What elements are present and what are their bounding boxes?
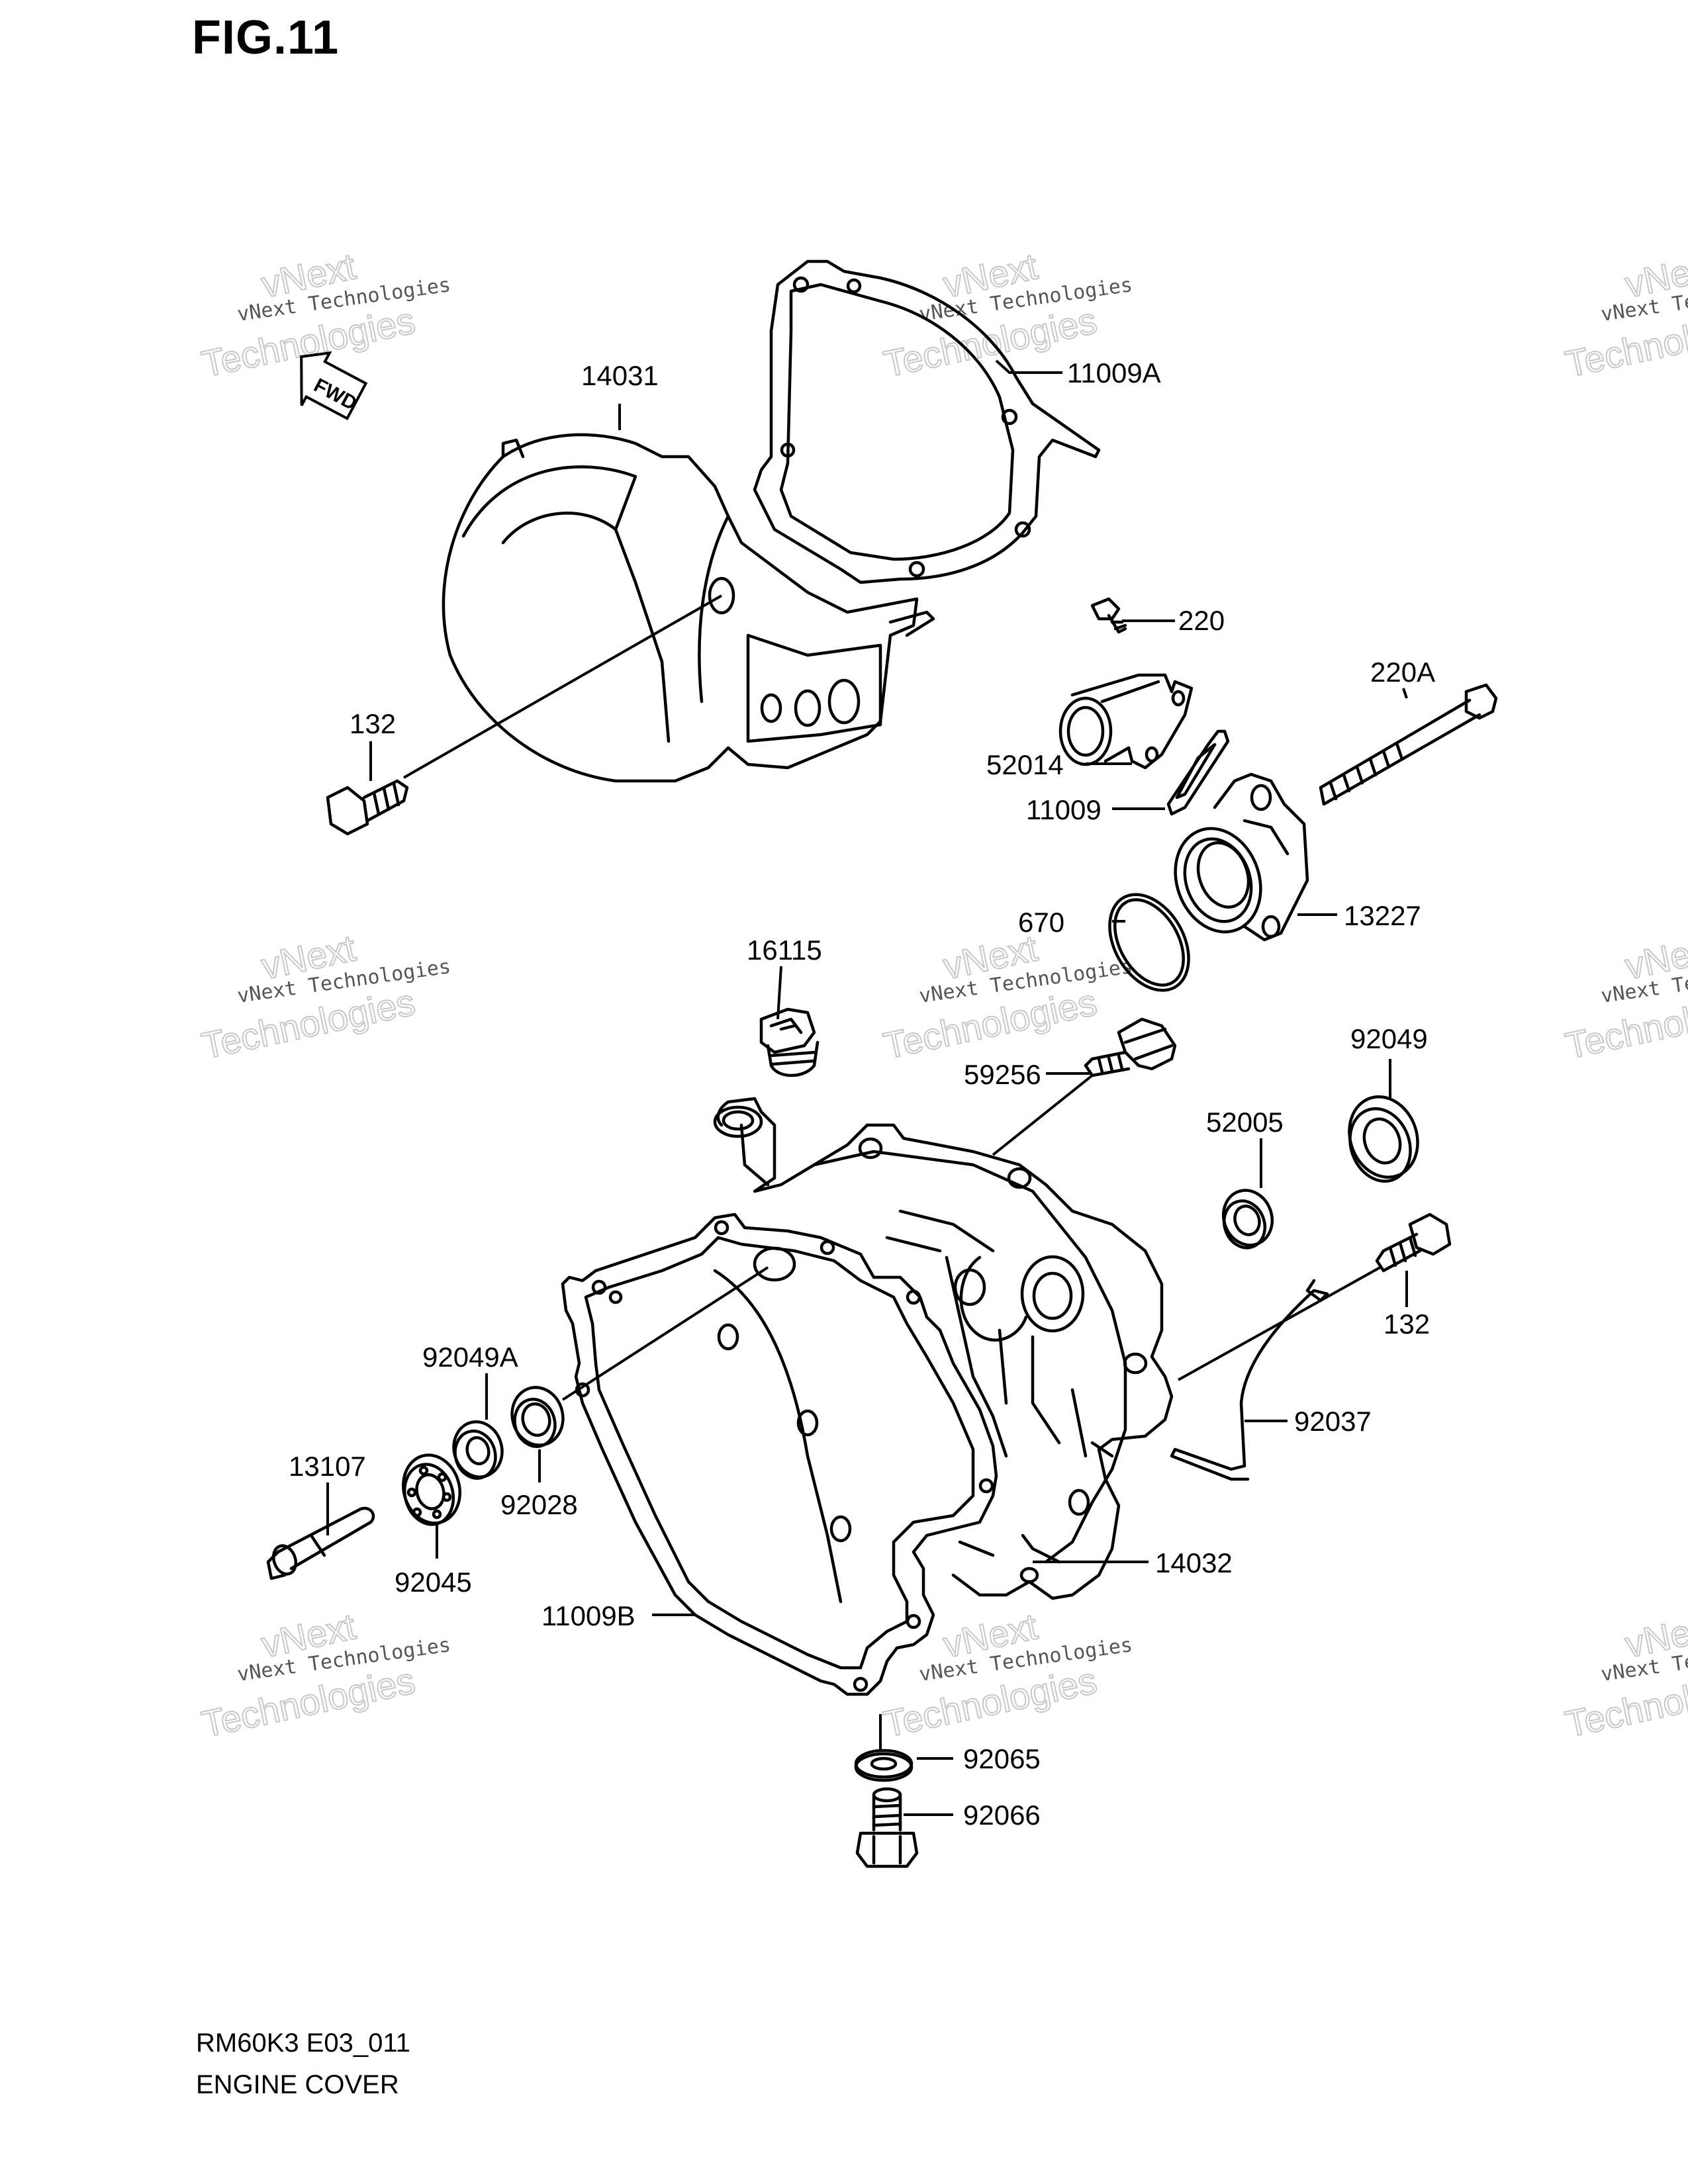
- watermark: vNext Technologies vNext Technologies: [1561, 926, 1688, 1067]
- part-52005-bushing: [1221, 1189, 1274, 1250]
- label-670: 670: [1018, 907, 1064, 938]
- part-92066-drain-bolt: [855, 1787, 919, 1868]
- part-92049A-oil-seal: [452, 1420, 504, 1480]
- label-92028: 92028: [500, 1489, 578, 1520]
- part-670-o-ring-inner: [1113, 898, 1185, 987]
- label-132-lower: 132: [1383, 1308, 1430, 1340]
- part-92028-bushing: [510, 1386, 565, 1448]
- part-132-bolt-upper: [326, 779, 409, 836]
- part-59256-sensor: [1084, 1017, 1177, 1077]
- label-220A: 220A: [1370, 657, 1435, 688]
- label-92049A: 92049A: [422, 1342, 518, 1373]
- label-11009: 11009: [1026, 794, 1102, 825]
- part-92037-clip: [1170, 1279, 1329, 1481]
- label-52005: 52005: [1206, 1107, 1284, 1138]
- footer-section-name: ENGINE COVER: [196, 2070, 399, 2099]
- label-92066: 92066: [963, 1799, 1041, 1831]
- part-16115-plug: [759, 1007, 820, 1077]
- part-14031-magneto-cover: [442, 433, 935, 783]
- part-92045-bearing: [402, 1453, 461, 1526]
- label-92037: 92037: [1294, 1406, 1372, 1437]
- part-13227-pump-housing: [1174, 772, 1309, 942]
- label-16115: 16115: [747, 934, 822, 966]
- part-92065-washer: [854, 1749, 914, 1782]
- label-132-upper: 132: [350, 708, 396, 739]
- label-92065: 92065: [963, 1743, 1041, 1774]
- part-220-screw: [1090, 597, 1127, 634]
- part-670-o-ring: [1108, 893, 1190, 992]
- leader-lines: [326, 359, 1408, 1816]
- part-11009A-gasket: [753, 259, 1101, 584]
- label-13107: 13107: [289, 1451, 366, 1482]
- part-13107-shaft: [266, 1506, 375, 1580]
- watermark: vNext Technologies vNext Technologies: [1561, 1604, 1688, 1745]
- footer-model-code: RM60K3 E03_011: [196, 2028, 410, 2058]
- fwd-arrow-icon: FWD: [300, 351, 368, 421]
- label-11009A: 11009A: [1067, 357, 1161, 388]
- part-labels: 14031 11009A 132 220 220A 52014 11009 67…: [289, 357, 1435, 1831]
- watermark: vNext Technologies vNext Technologies: [1561, 244, 1688, 385]
- figure-title: FIG.11: [192, 11, 340, 64]
- watermark: vNext Technologies vNext Technologies: [879, 926, 1134, 1067]
- label-92049: 92049: [1350, 1023, 1428, 1054]
- label-59256: 59256: [964, 1059, 1041, 1090]
- watermark: vNext Technologies vNext Technologies: [197, 926, 452, 1067]
- label-92045: 92045: [395, 1567, 472, 1598]
- label-14032: 14032: [1155, 1547, 1233, 1578]
- part-132-bolt-lower: [1375, 1212, 1452, 1273]
- part-14032-engine-cover: [713, 1097, 1174, 1600]
- part-92049-oil-seal: [1348, 1095, 1419, 1183]
- label-220: 220: [1178, 605, 1225, 636]
- watermark: vNext Technologies vNext Technologies: [197, 1604, 452, 1745]
- label-13227: 13227: [1344, 900, 1421, 931]
- label-52014: 52014: [986, 749, 1064, 780]
- part-220A-long-bolt: [1319, 683, 1498, 806]
- part-52014-water-inlet: [1058, 673, 1194, 770]
- part-11009-gasket-small: [1166, 729, 1230, 816]
- label-14031: 14031: [581, 360, 659, 391]
- label-11009B: 11009B: [541, 1600, 635, 1631]
